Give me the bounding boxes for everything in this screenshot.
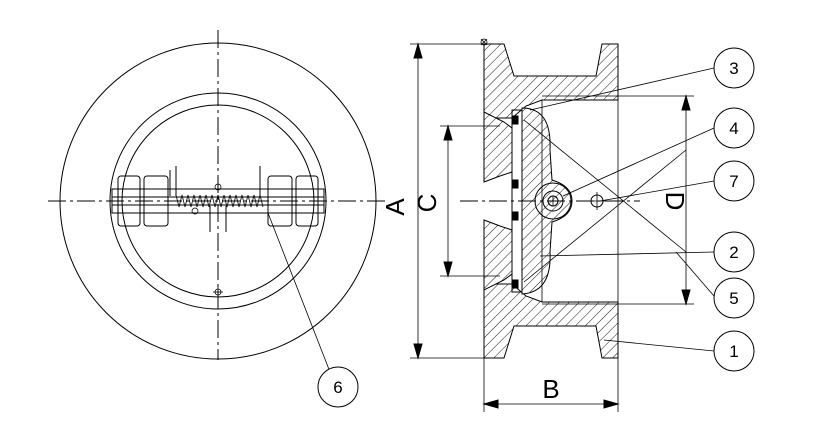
disc-swing-line-upper <box>523 119 687 253</box>
callouts: 3 4 7 2 5 1 6 <box>317 47 755 408</box>
callout-6-label: 6 <box>333 378 342 397</box>
callout-3-circle <box>713 47 755 89</box>
callout-4-circle <box>713 107 755 149</box>
seat-upper <box>483 111 513 183</box>
callout-2-label: 2 <box>729 243 738 262</box>
callout-1-circle <box>713 330 755 372</box>
callout-7-label: 7 <box>729 172 738 191</box>
dimension-label-b: B <box>542 374 559 404</box>
leader-4 <box>562 127 715 197</box>
dimension-label-a: A <box>380 198 410 216</box>
seat-lower <box>483 219 513 291</box>
leader-7 <box>599 180 715 202</box>
leader-1 <box>603 339 715 352</box>
dimension-label-d: D <box>660 192 690 211</box>
front-view <box>48 30 388 373</box>
hinge-marker <box>214 183 222 191</box>
callout-6-circle <box>317 366 359 408</box>
seal-block <box>511 115 519 125</box>
body-lower-section <box>483 283 619 359</box>
leader-6 <box>267 212 331 373</box>
section-view <box>460 38 687 359</box>
leader-3 <box>529 67 715 111</box>
dimension-label-c: C <box>412 194 442 213</box>
callout-5-circle <box>713 277 755 319</box>
callout-5-label: 5 <box>729 289 738 308</box>
hinge-pin-assembly <box>111 166 325 297</box>
body-upper-section <box>483 43 619 119</box>
callout-7-circle <box>713 160 755 202</box>
leader-2 <box>539 251 715 257</box>
disc-swing-line-lower <box>523 149 687 283</box>
leader-5 <box>675 251 715 297</box>
callout-2-circle <box>713 231 755 273</box>
callout-3-label: 3 <box>729 59 738 78</box>
dimension-lines <box>410 42 694 412</box>
callout-4-label: 4 <box>729 119 738 138</box>
callout-1-label: 1 <box>729 342 738 361</box>
